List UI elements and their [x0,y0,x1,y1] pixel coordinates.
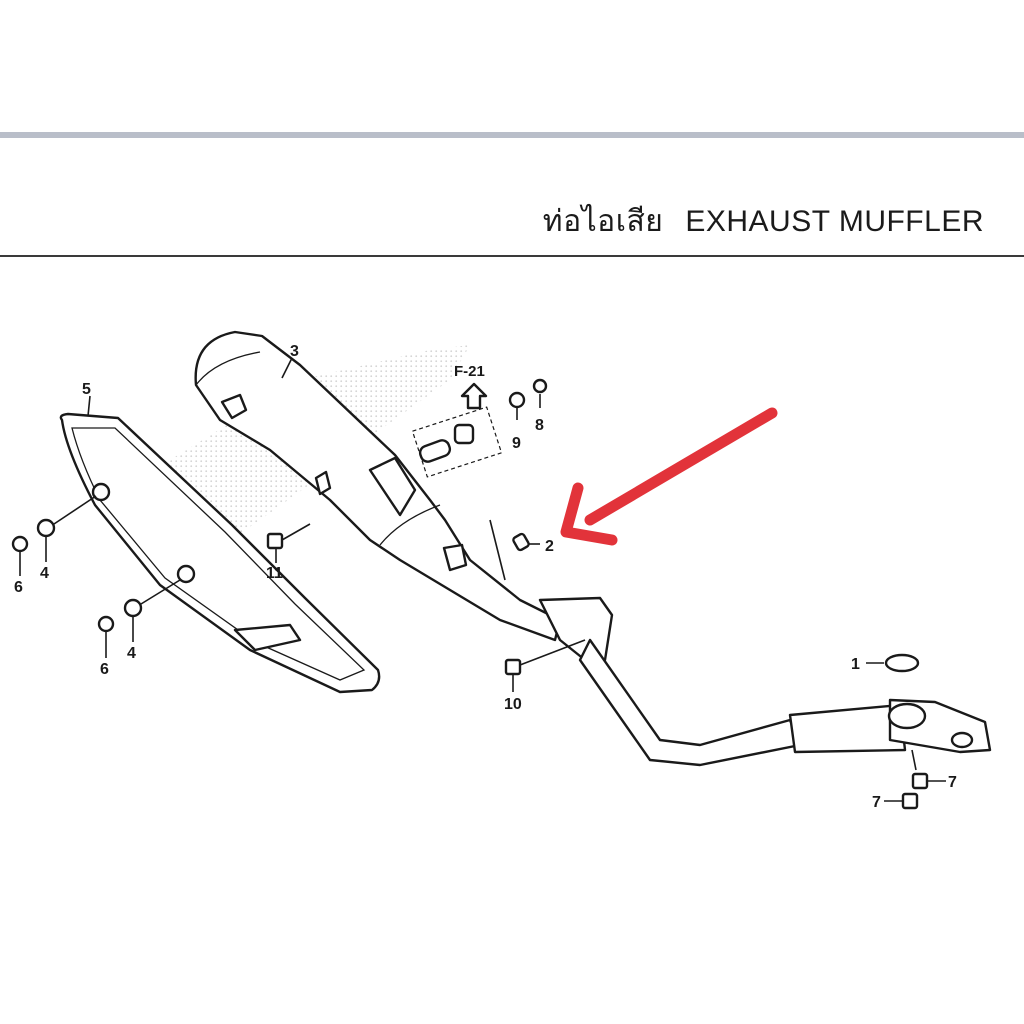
callout-7-b: 7 [872,794,881,811]
callout-9: 9 [512,435,521,452]
nut-part-7-a [911,772,929,790]
bolt-shaft-part-11 [281,523,311,541]
callout-6-a: 6 [14,579,23,596]
page-title: ท่อไอเสีย EXHAUST MUFFLER [543,198,984,245]
muffler-bracket-upper [220,393,248,420]
reference-arrow-up-icon [460,382,488,410]
callout-8: 8 [535,417,544,434]
pipe-catalyst [788,703,907,754]
callout-6-b: 6 [100,661,109,678]
hardware [11,378,929,810]
nut-part-8 [532,378,548,394]
bolt-part-11 [266,532,284,550]
flange-bolt-hole [950,731,974,749]
callout-10: 10 [504,696,522,713]
exhaust-pipe [538,596,992,767]
heat-shield [59,412,381,694]
callout-4-a: 4 [40,565,49,582]
callout-5: 5 [82,381,91,398]
title-english: EXHAUST MUFFLER [685,205,984,238]
callout-7-a: 7 [948,774,957,791]
gasket-part-1 [884,653,920,673]
title-thai: ท่อไอเสีย [542,205,664,238]
muffler-bracket-lower [442,543,468,572]
grommet-part [453,423,475,445]
shield-mount-hole-upper [91,482,111,502]
nut-part-7-b [901,792,919,810]
highlight-arrow [560,407,778,546]
nut-part-2 [512,532,530,552]
bolt-part-10 [504,658,522,676]
flange-port [887,702,927,730]
title-divider [0,255,1024,257]
washer-part-4-b [123,598,143,618]
reference-label: F-21 [454,363,485,380]
callout-4-b: 4 [127,645,136,662]
callouts: 3 5 8 9 2 6 4 11 6 4 10 1 7 7 [14,343,957,811]
washer-part-4-a [36,518,56,538]
top-divider [0,132,1024,138]
collar-part [418,439,452,463]
leader-lines [19,357,946,802]
shield-mount-hole-lower [176,564,196,584]
callout-2: 2 [545,538,554,555]
nut-part-6-b [97,615,115,633]
reference-f21[interactable]: F-21 [411,363,503,478]
muffler-body [194,330,562,642]
nut-part-6-a [11,535,29,553]
callout-1: 1 [851,656,860,673]
reference-dashed-box [411,406,503,478]
callout-11: 11 [266,565,283,582]
muffler-mount-tab [368,456,417,517]
muffler-bracket-mid [314,470,332,496]
shield-vent-slot [233,623,302,652]
callout-3: 3 [290,343,299,360]
washer-part-9 [508,391,526,409]
